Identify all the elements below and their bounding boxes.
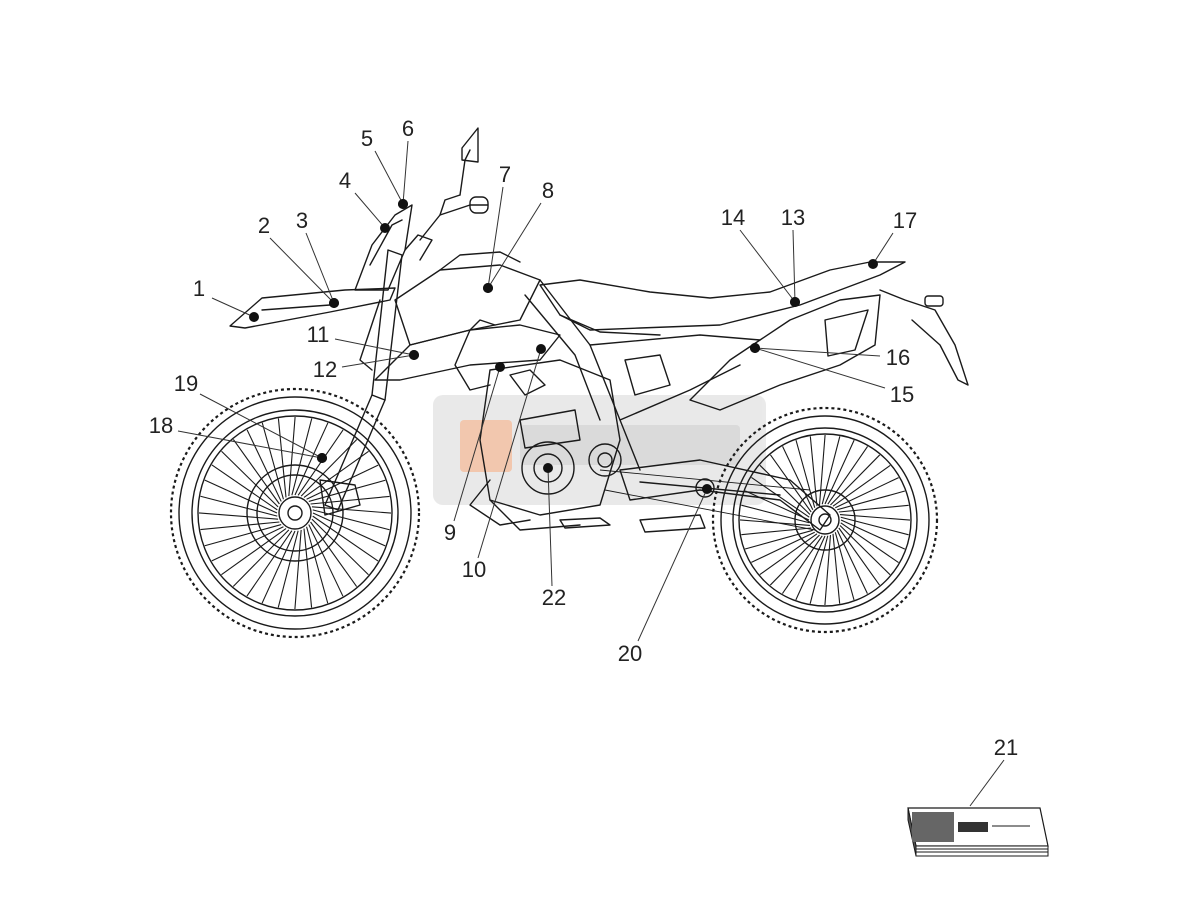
callout-label: 10 xyxy=(462,557,486,582)
decal-manual-booklet-icon xyxy=(907,807,1049,857)
callout-label: 22 xyxy=(542,585,566,610)
callout-18: 18 xyxy=(149,413,327,463)
callout-label: 7 xyxy=(499,162,511,187)
callout-label: 9 xyxy=(444,520,456,545)
callout-label: 15 xyxy=(890,382,914,407)
front-fork xyxy=(319,234,433,516)
rear-side-panel xyxy=(689,289,969,411)
front-wheel xyxy=(169,387,421,639)
callout-1: 1 xyxy=(193,276,259,322)
callout-leader-line xyxy=(177,430,323,459)
callout-label: 20 xyxy=(618,641,642,666)
callout-dot xyxy=(409,350,419,360)
seat xyxy=(539,261,906,336)
callout-21: 21 xyxy=(969,735,1018,807)
callout-13: 13 xyxy=(781,205,805,307)
callout-17: 17 xyxy=(868,208,917,269)
callout-dot xyxy=(329,298,339,308)
callout-label: 17 xyxy=(893,208,917,233)
callout-label: 2 xyxy=(258,213,270,238)
callout-dot xyxy=(790,297,800,307)
callout-dot xyxy=(398,199,408,209)
callout-14: 14 xyxy=(721,205,800,307)
callout-9: 9 xyxy=(444,362,505,545)
callout-label: 14 xyxy=(721,205,745,230)
callout-11: 11 xyxy=(307,322,419,360)
callout-leader-line xyxy=(792,229,796,303)
callout-dot xyxy=(543,463,553,473)
callout-dot xyxy=(495,362,505,372)
engine xyxy=(454,329,671,531)
callout-leader-line xyxy=(872,232,894,265)
callout-label: 3 xyxy=(296,208,308,233)
callout-label: 13 xyxy=(781,205,805,230)
callout-dot xyxy=(249,312,259,322)
callout-leader-line xyxy=(739,229,796,303)
callout-dot xyxy=(536,344,546,354)
callout-dot xyxy=(702,484,712,494)
callout-leader-line xyxy=(341,354,415,368)
callout-leader-line xyxy=(211,297,255,318)
handlebar-and-mirror xyxy=(419,127,489,241)
callout-label: 12 xyxy=(313,357,337,382)
frame xyxy=(524,279,761,471)
callout-22: 22 xyxy=(542,463,566,610)
callout-leader-line xyxy=(487,202,542,289)
callout-4: 4 xyxy=(339,168,390,233)
callout-label: 8 xyxy=(542,178,554,203)
callout-leader-line xyxy=(199,393,323,459)
callout-label: 21 xyxy=(994,735,1018,760)
front-fender xyxy=(229,287,396,329)
callout-label: 19 xyxy=(174,371,198,396)
footpeg-and-exhaust xyxy=(469,479,706,533)
callout-leader-line xyxy=(334,338,415,356)
callout-leader-line xyxy=(754,347,886,389)
callout-leader-line xyxy=(374,150,404,205)
callout-16: 16 xyxy=(750,343,910,370)
callout-20: 20 xyxy=(618,484,712,666)
callout-leader-line xyxy=(969,759,1005,807)
callout-leader-line xyxy=(269,237,335,304)
callout-dot xyxy=(868,259,878,269)
callout-leader-line xyxy=(754,347,881,357)
callout-dot xyxy=(317,453,327,463)
callout-leader-line xyxy=(637,488,708,642)
fuel-tank-and-shrouds xyxy=(374,251,561,381)
callout-leader-line xyxy=(354,192,386,229)
callout-12: 12 xyxy=(313,350,419,382)
callout-label: 4 xyxy=(339,168,351,193)
callout-leader-line xyxy=(453,366,501,522)
callout-label: 18 xyxy=(149,413,173,438)
callout-leader-line xyxy=(487,186,504,289)
headlight-fairing xyxy=(354,204,413,291)
callout-leader-line xyxy=(547,467,553,587)
callout-10: 10 xyxy=(462,344,546,582)
callout-leader-line xyxy=(477,348,542,559)
callout-dot xyxy=(483,283,493,293)
callout-6: 6 xyxy=(398,116,414,209)
callout-leader-line xyxy=(305,232,335,304)
callout-label: 16 xyxy=(886,345,910,370)
callout-8: 8 xyxy=(483,178,554,293)
callout-dot xyxy=(750,343,760,353)
callout-19: 19 xyxy=(174,371,327,463)
callout-3: 3 xyxy=(296,208,339,308)
callout-label: 1 xyxy=(193,276,205,301)
callout-dot xyxy=(380,223,390,233)
callout-label: 5 xyxy=(361,126,373,151)
callout-label: 11 xyxy=(307,322,330,347)
callout-leader-line xyxy=(402,140,409,205)
rear-wheel xyxy=(711,406,939,634)
callout-label: 6 xyxy=(402,116,414,141)
